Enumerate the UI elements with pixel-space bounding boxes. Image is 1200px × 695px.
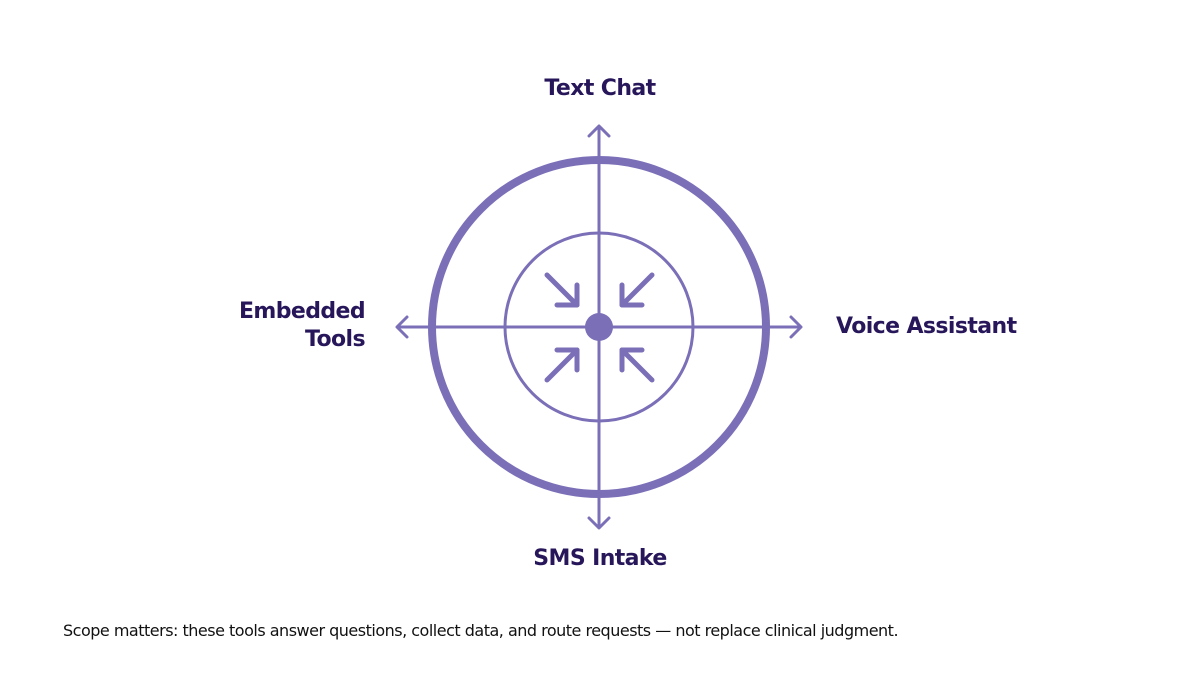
- converge-arrow-top-left-icon: [544, 272, 580, 308]
- scope-caption: Scope matters: these tools answer questi…: [63, 621, 899, 640]
- center-dot: [585, 313, 613, 341]
- arrowhead-left-icon: [395, 315, 409, 339]
- voice-assistant-label: Voice Assistant: [836, 314, 1017, 339]
- converge-arrow-top-right-icon: [619, 272, 655, 308]
- embedded-tools-label: Embedded Tools: [239, 299, 366, 352]
- converge-arrow-bottom-left-icon: [544, 347, 580, 383]
- arrowhead-right-icon: [789, 315, 803, 339]
- arrowhead-down-icon: [587, 516, 611, 530]
- converge-arrow-bottom-right-icon: [619, 347, 655, 383]
- arrowhead-up-icon: [587, 124, 611, 138]
- sms-intake-label: SMS Intake: [533, 546, 667, 571]
- text-chat-label: Text Chat: [544, 76, 656, 101]
